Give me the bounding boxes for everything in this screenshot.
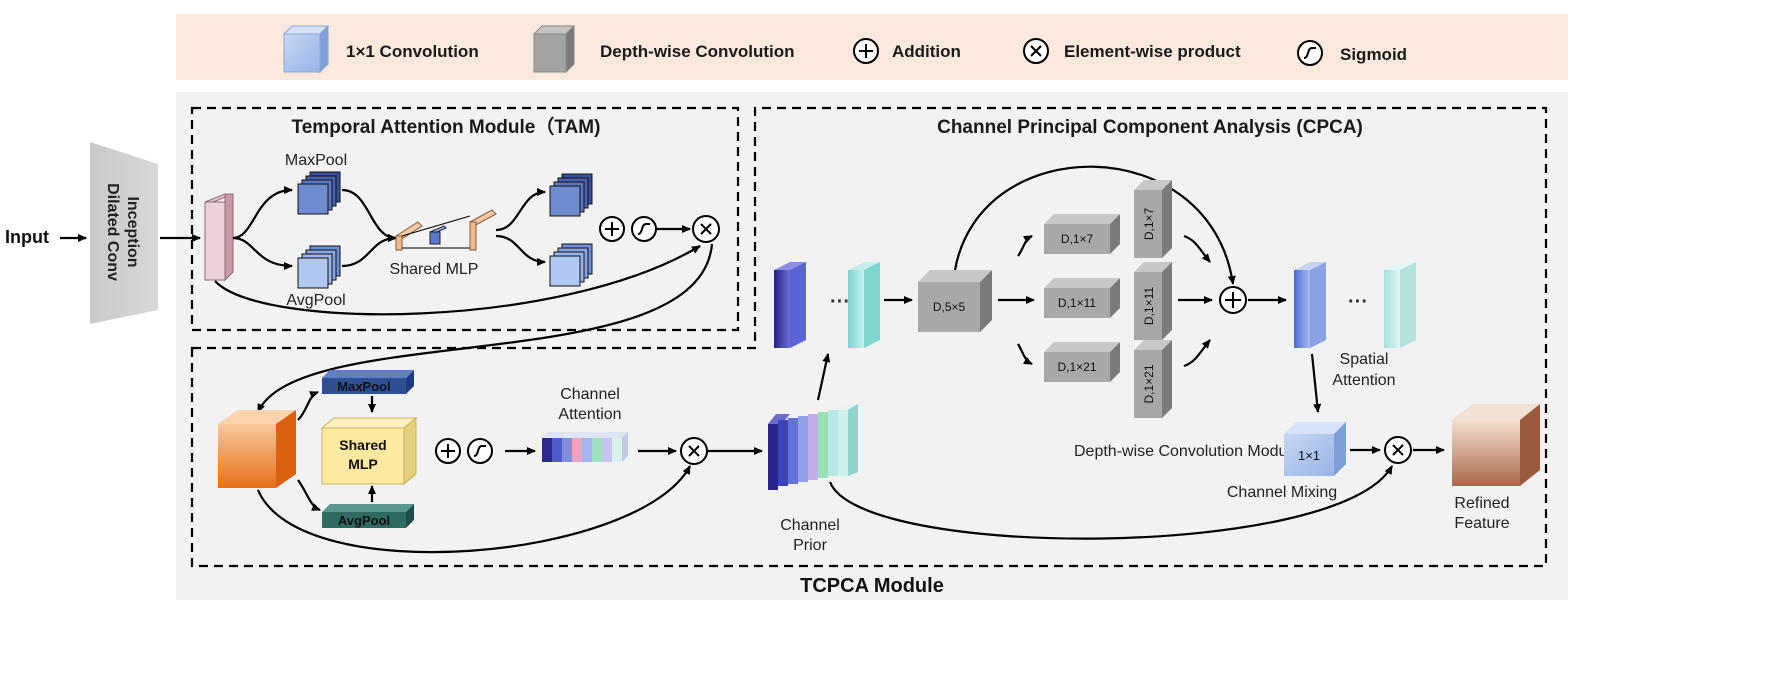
- channel-mixing-label: Channel Mixing: [1227, 484, 1337, 501]
- lower-dashed-box: [190, 106, 1548, 568]
- times-circle-icon: [1023, 38, 1049, 64]
- tam-dashed-box: [190, 106, 740, 332]
- cpca-title: Channel Principal Component Analysis (CP…: [937, 117, 1363, 138]
- legend-product-label: Element-wise product: [1064, 42, 1241, 61]
- tam-avgpool-label: AvgPool: [286, 292, 345, 309]
- d55-label: D,5×5: [933, 300, 966, 314]
- d211-label: D,1×21: [1142, 364, 1156, 403]
- spatial-blue-layer-icon: [1294, 262, 1326, 348]
- input-label: Input: [5, 227, 49, 247]
- cpca-input-ellipsis: ···: [830, 291, 850, 313]
- tam-output-top-stack-icon: [549, 173, 593, 217]
- tam-maxpool-label: MaxPool: [285, 152, 347, 169]
- module-title: TCPCA Module: [800, 575, 944, 597]
- d55-depthwise-block: D,5×5: [918, 270, 992, 332]
- channel-mixing-conv-block: 1×1: [1284, 422, 1346, 476]
- d111-label: D,1×11: [1058, 296, 1096, 310]
- plus-circle-icon: [853, 38, 879, 64]
- d111-block: D,1×11: [1044, 278, 1120, 318]
- d111-vertical-block: D,1×11: [1134, 262, 1172, 340]
- tam-plus-icon: [599, 216, 625, 242]
- mix-box-label: 1×1: [1298, 448, 1320, 463]
- tam-shared-mlp-label: Shared MLP: [390, 261, 479, 278]
- channel-maxpool-block: MaxPool: [322, 370, 414, 394]
- d211-vertical-block: D,1×21: [1134, 340, 1172, 418]
- conv1x1-cube-icon: [282, 24, 330, 74]
- channel-prior-stack-icon: [768, 404, 858, 490]
- d121-block: D,1×21: [1044, 342, 1120, 382]
- d17-label: D,1×7: [1061, 232, 1094, 246]
- channel-attention-label-1: Channel: [560, 386, 620, 403]
- inception-label: Inception: [124, 196, 141, 267]
- cpca-input-purple-layer-icon: [774, 262, 806, 348]
- legend-conv1x1-label: 1×1 Convolution: [346, 42, 479, 61]
- channel-shared-mlp-block: Shared MLP: [320, 416, 418, 486]
- spatial-label-2: Attention: [1332, 372, 1395, 389]
- tam-output-bottom-stack-icon: [549, 243, 593, 287]
- dilated-conv-label: Dilated Conv: [104, 183, 121, 281]
- channel-maxpool-label: MaxPool: [337, 379, 390, 394]
- d71-label: D,1×7: [1142, 207, 1156, 240]
- channel-avgpool-label: AvgPool: [338, 513, 390, 528]
- refined-label-1: Refined: [1454, 495, 1509, 512]
- channel-plus-icon: [435, 438, 461, 464]
- tam-sigmoid-icon: [631, 216, 657, 242]
- refined-feature-cube-icon: [1452, 404, 1540, 486]
- tam-input-feature-icon: [204, 193, 234, 282]
- tam-title: Temporal Attention Module（TAM): [292, 115, 601, 138]
- channel-prior-label-1: Channel: [780, 517, 840, 534]
- cpca-plus-icon: [1219, 286, 1247, 314]
- legend-bar: 1×1 Convolution Depth-wise Convolution A…: [176, 14, 1568, 80]
- channel-attention-vector-icon: [542, 432, 628, 462]
- d111v-label: D,1×11: [1142, 287, 1156, 325]
- sigmoid-circle-icon: [1297, 40, 1323, 66]
- spatial-teal-layer-icon: [1384, 262, 1416, 348]
- channel-product-icon: [680, 437, 708, 465]
- refined-label-2: Feature: [1454, 515, 1509, 532]
- legend-sigmoid-label: Sigmoid: [1340, 45, 1407, 64]
- tam-avgpool-stack-icon: [297, 245, 341, 289]
- channel-sigmoid-icon: [467, 438, 493, 464]
- tam-product-icon: [692, 215, 720, 243]
- dw-module-label: Depth-wise Convolution Module: [1074, 443, 1300, 460]
- legend-depthwise-label: Depth-wise Convolution: [600, 42, 795, 61]
- tam-shared-mlp-icon: [395, 209, 497, 251]
- cpca-product-icon: [1384, 436, 1412, 464]
- legend-addition-label: Addition: [892, 42, 961, 61]
- d121-label: D,1×21: [1057, 360, 1096, 374]
- d17-block: D,1×7: [1044, 214, 1120, 254]
- spatial-label-1: Spatial: [1340, 351, 1389, 368]
- channel-attention-label-2: Attention: [558, 406, 621, 423]
- cpca-input-teal-layer-icon: [848, 262, 880, 348]
- orange-feature-cube-icon: [218, 410, 296, 488]
- channel-prior-label-2: Prior: [793, 537, 827, 554]
- depthwise-cube-icon: [532, 24, 576, 74]
- channel-avgpool-block: AvgPool: [322, 504, 414, 528]
- channel-shared-label: Shared: [339, 437, 386, 453]
- spatial-ellipsis: ···: [1348, 291, 1368, 313]
- channel-mlp-label: MLP: [348, 456, 378, 472]
- inception-dilated-conv-block: Inception Dilated Conv: [90, 142, 158, 324]
- d71-vertical-block: D,1×7: [1134, 180, 1172, 258]
- tam-maxpool-stack-icon: [297, 171, 341, 215]
